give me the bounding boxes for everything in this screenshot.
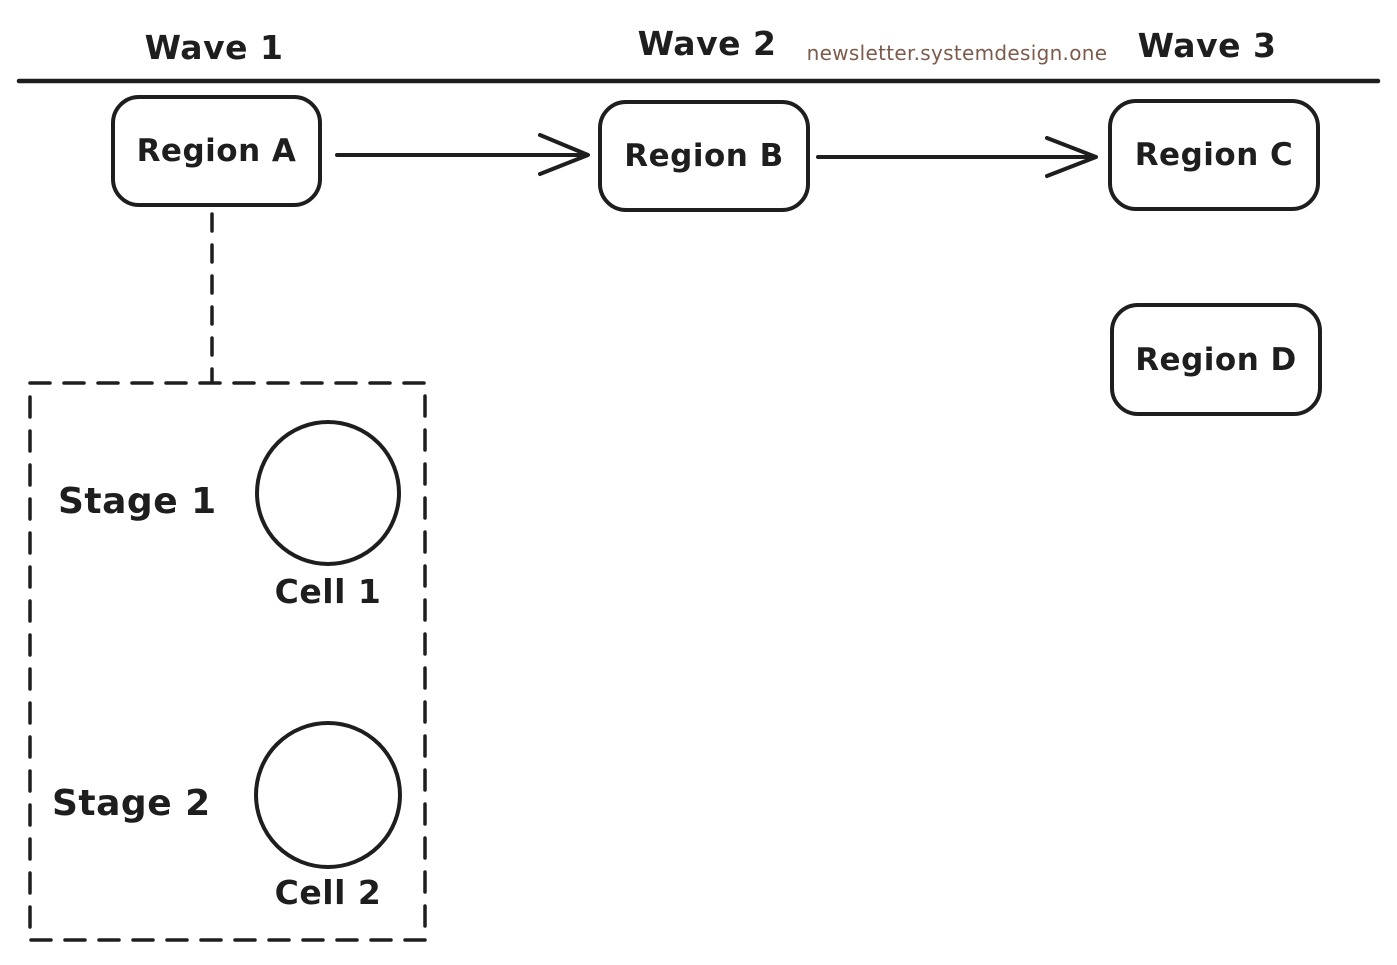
wave-3-label: Wave 3: [1137, 26, 1277, 65]
region-c-label: Region C: [1134, 137, 1294, 173]
region-d-box: Region D: [1110, 303, 1322, 416]
cell-1-label: Cell 1: [274, 572, 382, 611]
watermark-text: newsletter.systemdesign.one: [806, 41, 1108, 65]
arrow-region-b-to-c: [816, 136, 1098, 178]
region-a-box: Region A: [111, 95, 322, 207]
region-b-label: Region B: [624, 138, 784, 174]
stage-2-label: Stage 2: [52, 783, 211, 824]
region-c-box: Region C: [1108, 99, 1320, 211]
region-d-label: Region D: [1135, 341, 1297, 378]
wave-2-label: Wave 2: [637, 24, 777, 63]
region-a-label: Region A: [136, 133, 297, 169]
arrow-region-a-to-b: [335, 133, 590, 176]
cell-2-label: Cell 2: [274, 873, 382, 912]
wave-1-label: Wave 1: [144, 28, 284, 67]
stage-1-label: Stage 1: [58, 481, 217, 522]
region-b-box: Region B: [598, 100, 810, 212]
cell-2-circle: [254, 721, 402, 869]
cell-1-circle: [255, 420, 401, 566]
